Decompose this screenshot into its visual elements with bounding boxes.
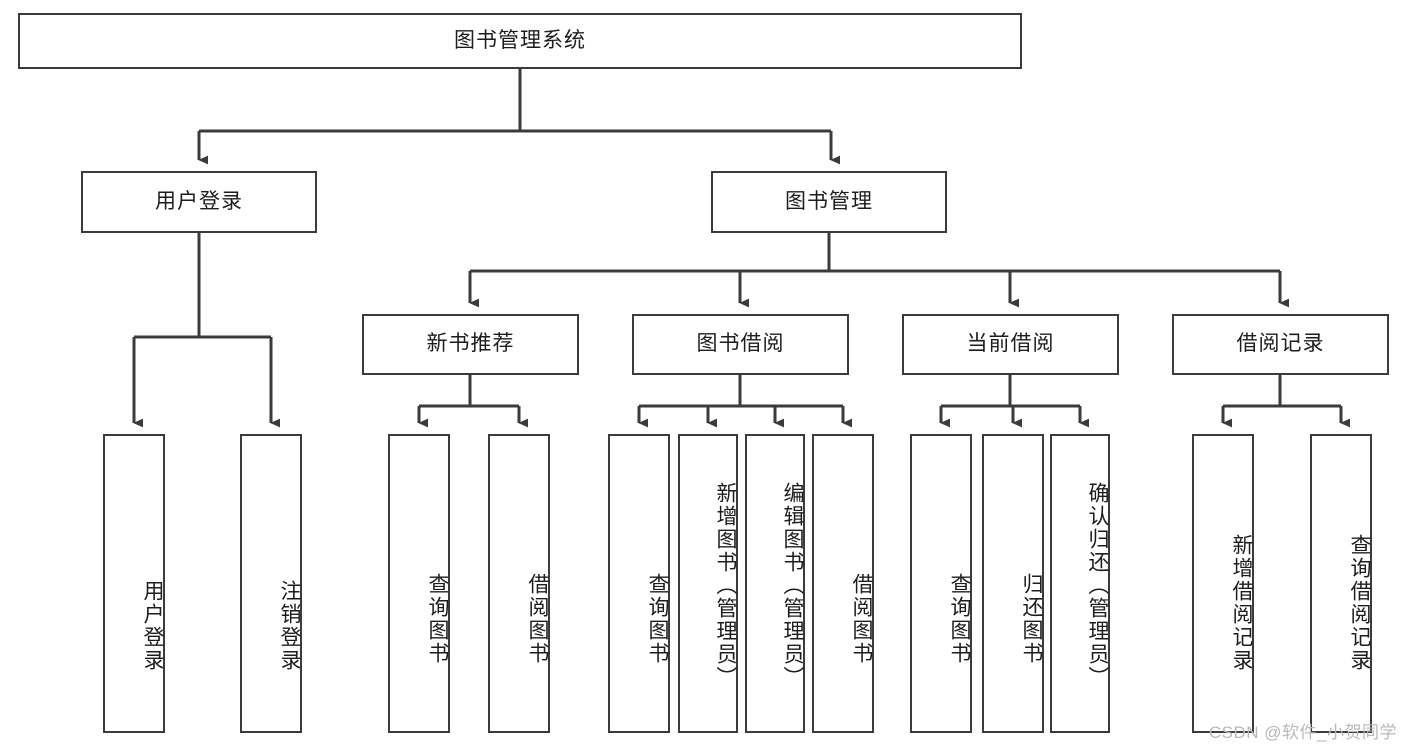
node-leaf-logout[interactable]: 注销登录 xyxy=(240,434,302,733)
node-leaf-borrow-book-2[interactable]: 借阅图书 xyxy=(812,434,874,733)
node-leaf-borrow-book-1[interactable]: 借阅图书 xyxy=(488,434,550,733)
node-user-login-label: 用户登录 xyxy=(155,189,243,213)
node-leaf-user-login-label: 用户登录 xyxy=(141,579,164,672)
node-new-book-rec[interactable]: 新书推荐 xyxy=(362,314,579,375)
node-leaf-query-book-2[interactable]: 查询图书 xyxy=(608,434,670,733)
node-leaf-return-book-label: 归还图书 xyxy=(1020,572,1043,665)
node-borrow-record[interactable]: 借阅记录 xyxy=(1172,314,1389,375)
node-leaf-add-record[interactable]: 新增借阅记录 xyxy=(1192,434,1254,733)
node-leaf-query-book-3[interactable]: 查询图书 xyxy=(910,434,972,733)
node-leaf-add-book[interactable]: 新增图书（管理员） xyxy=(678,434,738,733)
node-user-login[interactable]: 用户登录 xyxy=(81,171,317,233)
node-leaf-add-record-label: 新增借阅记录 xyxy=(1230,533,1253,672)
node-book-manage[interactable]: 图书管理 xyxy=(711,171,947,233)
node-new-book-rec-label: 新书推荐 xyxy=(426,332,515,356)
node-leaf-add-book-label: 新增图书（管理员） xyxy=(714,482,737,689)
node-leaf-logout-label: 注销登录 xyxy=(278,579,301,672)
node-leaf-confirm-return[interactable]: 确认归还（管理员） xyxy=(1050,434,1110,733)
node-leaf-borrow-book-1-label: 借阅图书 xyxy=(526,572,549,665)
node-leaf-query-record-label: 查询借阅记录 xyxy=(1348,533,1371,672)
csdn-watermark: CSDN @软件_小贺同学 xyxy=(1208,723,1397,742)
node-leaf-query-book-3-label: 查询图书 xyxy=(948,572,971,665)
node-leaf-borrow-book-2-label: 借阅图书 xyxy=(850,572,873,665)
node-book-borrow-label: 图书借阅 xyxy=(696,332,785,356)
node-borrow-record-label: 借阅记录 xyxy=(1236,332,1325,356)
node-leaf-query-book-2-label: 查询图书 xyxy=(646,572,669,665)
node-book-borrow[interactable]: 图书借阅 xyxy=(632,314,849,375)
node-leaf-user-login[interactable]: 用户登录 xyxy=(103,434,165,733)
node-current-borrow-label: 当前借阅 xyxy=(966,332,1055,356)
node-leaf-query-book-1-label: 查询图书 xyxy=(426,572,449,665)
node-leaf-confirm-return-label: 确认归还（管理员） xyxy=(1086,482,1109,689)
node-leaf-query-record[interactable]: 查询借阅记录 xyxy=(1310,434,1372,733)
node-root-system[interactable]: 图书管理系统 xyxy=(18,13,1022,69)
node-leaf-edit-book[interactable]: 编辑图书（管理员） xyxy=(745,434,805,733)
node-current-borrow[interactable]: 当前借阅 xyxy=(902,314,1119,375)
node-root-label: 图书管理系统 xyxy=(454,28,586,52)
node-leaf-return-book[interactable]: 归还图书 xyxy=(982,434,1044,733)
node-book-manage-label: 图书管理 xyxy=(785,189,873,213)
node-leaf-query-book-1[interactable]: 查询图书 xyxy=(388,434,450,733)
node-leaf-edit-book-label: 编辑图书（管理员） xyxy=(781,482,804,689)
